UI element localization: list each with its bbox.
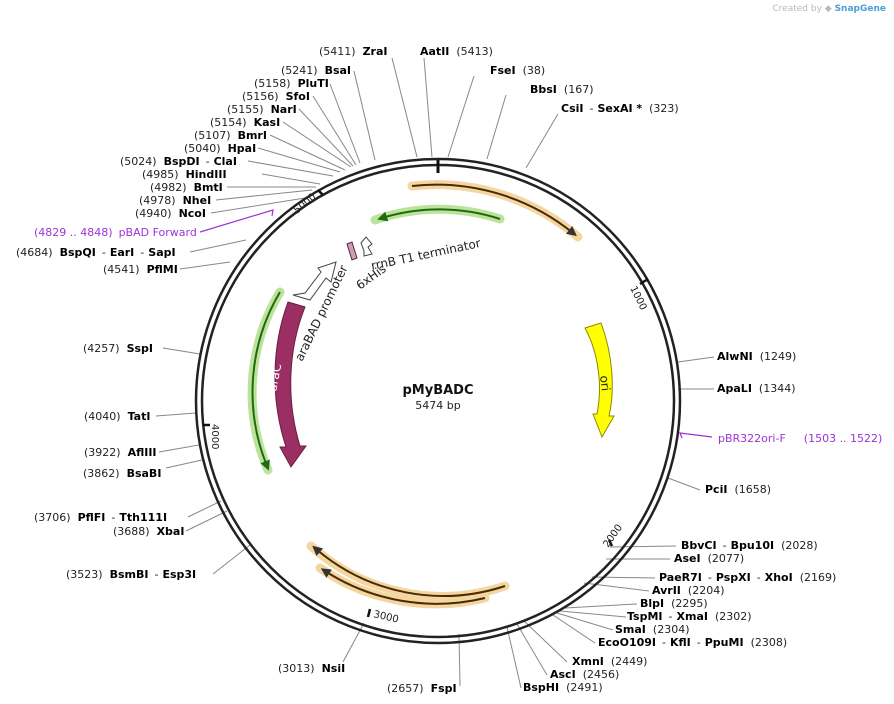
orange-feature-bottom-2	[320, 568, 486, 605]
site-labels-right: AatII(5413) FseI(38) BbsI(167) CsiI-SexA…	[420, 45, 836, 694]
arabad-promoter-feature	[292, 261, 337, 301]
site-bmri: (5107)BmrI	[194, 129, 267, 142]
site-bsabi: (3862)BsaBI	[83, 467, 161, 480]
site-ncoi: (4940)NcoI	[135, 207, 206, 220]
green-feature-top	[377, 208, 501, 222]
tick-label-5000: 5000	[292, 192, 319, 217]
arac-label: araC	[265, 362, 284, 392]
site-pcii: PciI(1658)	[705, 483, 771, 496]
primer-pos: (4829 .. 4848)	[34, 226, 113, 239]
tick-label-4000: 4000	[209, 424, 220, 449]
site-pluti: (5158)PluTI	[254, 77, 329, 90]
orange-feature-bottom-1-glow	[306, 541, 510, 601]
site-sfoi: (5156)SfoI	[242, 90, 310, 103]
site-xmni: XmnI(2449)	[572, 655, 647, 668]
site-labels-left: (5411)ZraI (5241)BsaI (5158)PluTI (5156)…	[16, 45, 457, 695]
primer-pbr322ori-f: pBR322ori-F (1503 .. 1522)	[718, 432, 882, 445]
leader-lines-left	[155, 57, 461, 687]
site-aatii: AatII(5413)	[420, 45, 493, 58]
site-bsmbi-esp3i: (3523)BsmBI-Esp3I	[66, 568, 196, 581]
site-pflfi-tth111i: (3706)PflFI-Tth111I	[34, 511, 167, 524]
site-blpi: BlpI(2295)	[640, 597, 708, 610]
site-bmti: (4982)BmtI	[150, 181, 223, 194]
site-kasi: (5154)KasI	[210, 116, 280, 129]
site-asci: AscI(2456)	[550, 668, 619, 681]
site-alwni: AlwNI(1249)	[717, 350, 796, 363]
site-nsii: (3013)NsiI	[278, 662, 345, 675]
primer-name: pBAD Forward	[119, 226, 197, 239]
site-tati: (4040)TatI	[84, 410, 150, 423]
site-smai: SmaI(2304)	[615, 623, 689, 636]
site-sspi: (4257)SspI	[83, 342, 153, 355]
site-fsei: FseI(38)	[490, 64, 545, 77]
terminator-feature	[360, 236, 373, 257]
site-tspmi-xmai: TspMI-XmaI(2302)	[627, 610, 752, 623]
site-bbsi: BbsI(167)	[530, 83, 594, 96]
ori-feature	[584, 322, 615, 439]
primer-leaders	[199, 209, 713, 439]
primer-pbad-forward: (4829 .. 4848) pBAD Forward	[34, 226, 197, 239]
orange-feature-bottom-1	[312, 545, 506, 597]
site-nhei: (4978)NheI	[139, 194, 211, 207]
site-ecoo109i-kfli-ppumi: EcoO109I-KflI-PpuMI(2308)	[598, 636, 787, 649]
position-ticks	[203, 189, 649, 618]
site-paer7i-pspxi-xhoi: PaeR7I-PspXI-XhoI(2169)	[659, 571, 836, 584]
green-feature-left	[251, 291, 281, 471]
site-apali: ApaLI(1344)	[717, 382, 796, 395]
ori-label: ori	[597, 375, 613, 392]
plasmid-size: 5474 bp	[415, 399, 460, 412]
snapgene-credit: Created by ◆ SnapGene	[772, 4, 886, 14]
site-fspi: (2657)FspI	[387, 682, 457, 695]
backbone	[194, 157, 682, 645]
orange-feature-top	[411, 183, 577, 237]
primer-name: pBR322ori-F	[718, 432, 786, 445]
site-nari: (5155)NarI	[227, 103, 297, 116]
site-bspdi-clai: (5024)BspDI-ClaI	[120, 155, 237, 168]
site-csii-sexai: CsiI-SexAI *(323)	[561, 102, 679, 115]
terminator-label: rrnB T1 terminator	[370, 236, 482, 273]
site-bsphi: BspHI(2491)	[523, 681, 603, 694]
site-pflmi: (4541)PflMI	[103, 263, 178, 276]
credit-brand: SnapGene	[834, 4, 886, 14]
site-hpai: (5040)HpaI	[184, 142, 256, 155]
site-bbvci-bpu10i: BbvCI-Bpu10I(2028)	[681, 539, 818, 552]
leader-lines-right	[423, 57, 715, 689]
site-asei: AseI(2077)	[674, 552, 744, 565]
site-bspqi-eari-sapi: (4684)BspQI-EarI-SapI	[16, 246, 176, 259]
his-tag-feature	[346, 241, 358, 261]
site-bsai: (5241)BsaI	[281, 64, 351, 77]
site-hindiii: (4985)HindIII	[142, 168, 227, 181]
tick-label-2000: 2000	[601, 523, 625, 550]
site-avrii: AvrII(2204)	[652, 584, 724, 597]
snapgene-logo-icon: ◆	[824, 4, 832, 14]
credit-prefix: Created by	[772, 4, 822, 14]
site-afliii: (3922)AflIII	[84, 446, 157, 459]
tick-label-3000: 3000	[372, 609, 399, 625]
site-zrai: (5411)ZraI	[319, 45, 388, 58]
site-xbai: (3688)XbaI	[113, 525, 184, 538]
arac-feature	[274, 301, 307, 468]
plasmid-name: pMyBADC	[402, 383, 473, 398]
primer-pos: (1503 .. 1522)	[804, 432, 883, 445]
